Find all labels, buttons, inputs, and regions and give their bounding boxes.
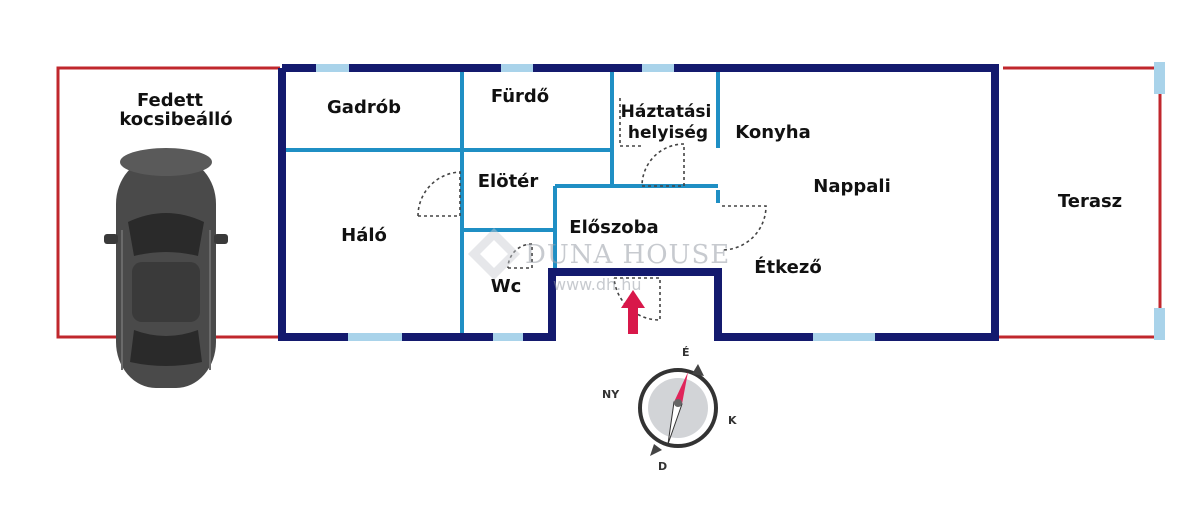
room-label-konyha: Konyha	[735, 122, 811, 143]
inner-walls	[286, 68, 720, 334]
compass-east: K	[728, 414, 737, 427]
room-labels: Fedett kocsibeálló Gadrób Fürdő Háztatás…	[119, 86, 1122, 297]
compass-icon: É NY K D	[602, 346, 737, 473]
room-label-eloter: Elötér	[478, 171, 539, 192]
room-label-carport-line1: Fedett	[137, 90, 203, 111]
duna-house-watermark: DUNA HOUSE www.dh.hu	[468, 228, 730, 294]
terrace-window-bottom	[1154, 308, 1165, 340]
watermark-url: www.dh.hu	[553, 275, 642, 294]
room-label-haztartasi-line1: Háztatási	[621, 102, 712, 122]
room-label-furdo: Fürdő	[491, 86, 549, 107]
compass-west: NY	[602, 388, 620, 401]
compass-south: D	[658, 460, 667, 473]
duna-house-logo-icon	[468, 228, 520, 280]
entrance-arrow-icon	[621, 290, 645, 334]
windows	[316, 64, 875, 341]
room-label-terasz: Terasz	[1058, 191, 1122, 212]
room-label-nappali: Nappali	[813, 176, 890, 197]
room-label-carport-line2: kocsibeálló	[119, 109, 232, 130]
watermark-brand: DUNA HOUSE	[525, 240, 730, 270]
room-label-eloszoba: Előszoba	[569, 217, 658, 238]
terrace-boundary	[997, 66, 1162, 339]
room-label-etkezo: Étkező	[754, 256, 821, 278]
car-icon	[104, 148, 228, 388]
room-label-haztartasi-line2: helyiség	[628, 123, 708, 143]
room-label-wc: Wc	[491, 276, 522, 297]
room-label-halo: Háló	[341, 225, 387, 246]
room-label-gadrob: Gadrób	[327, 97, 401, 118]
compass-north: É	[682, 346, 690, 359]
terrace-window-top	[1154, 62, 1165, 94]
